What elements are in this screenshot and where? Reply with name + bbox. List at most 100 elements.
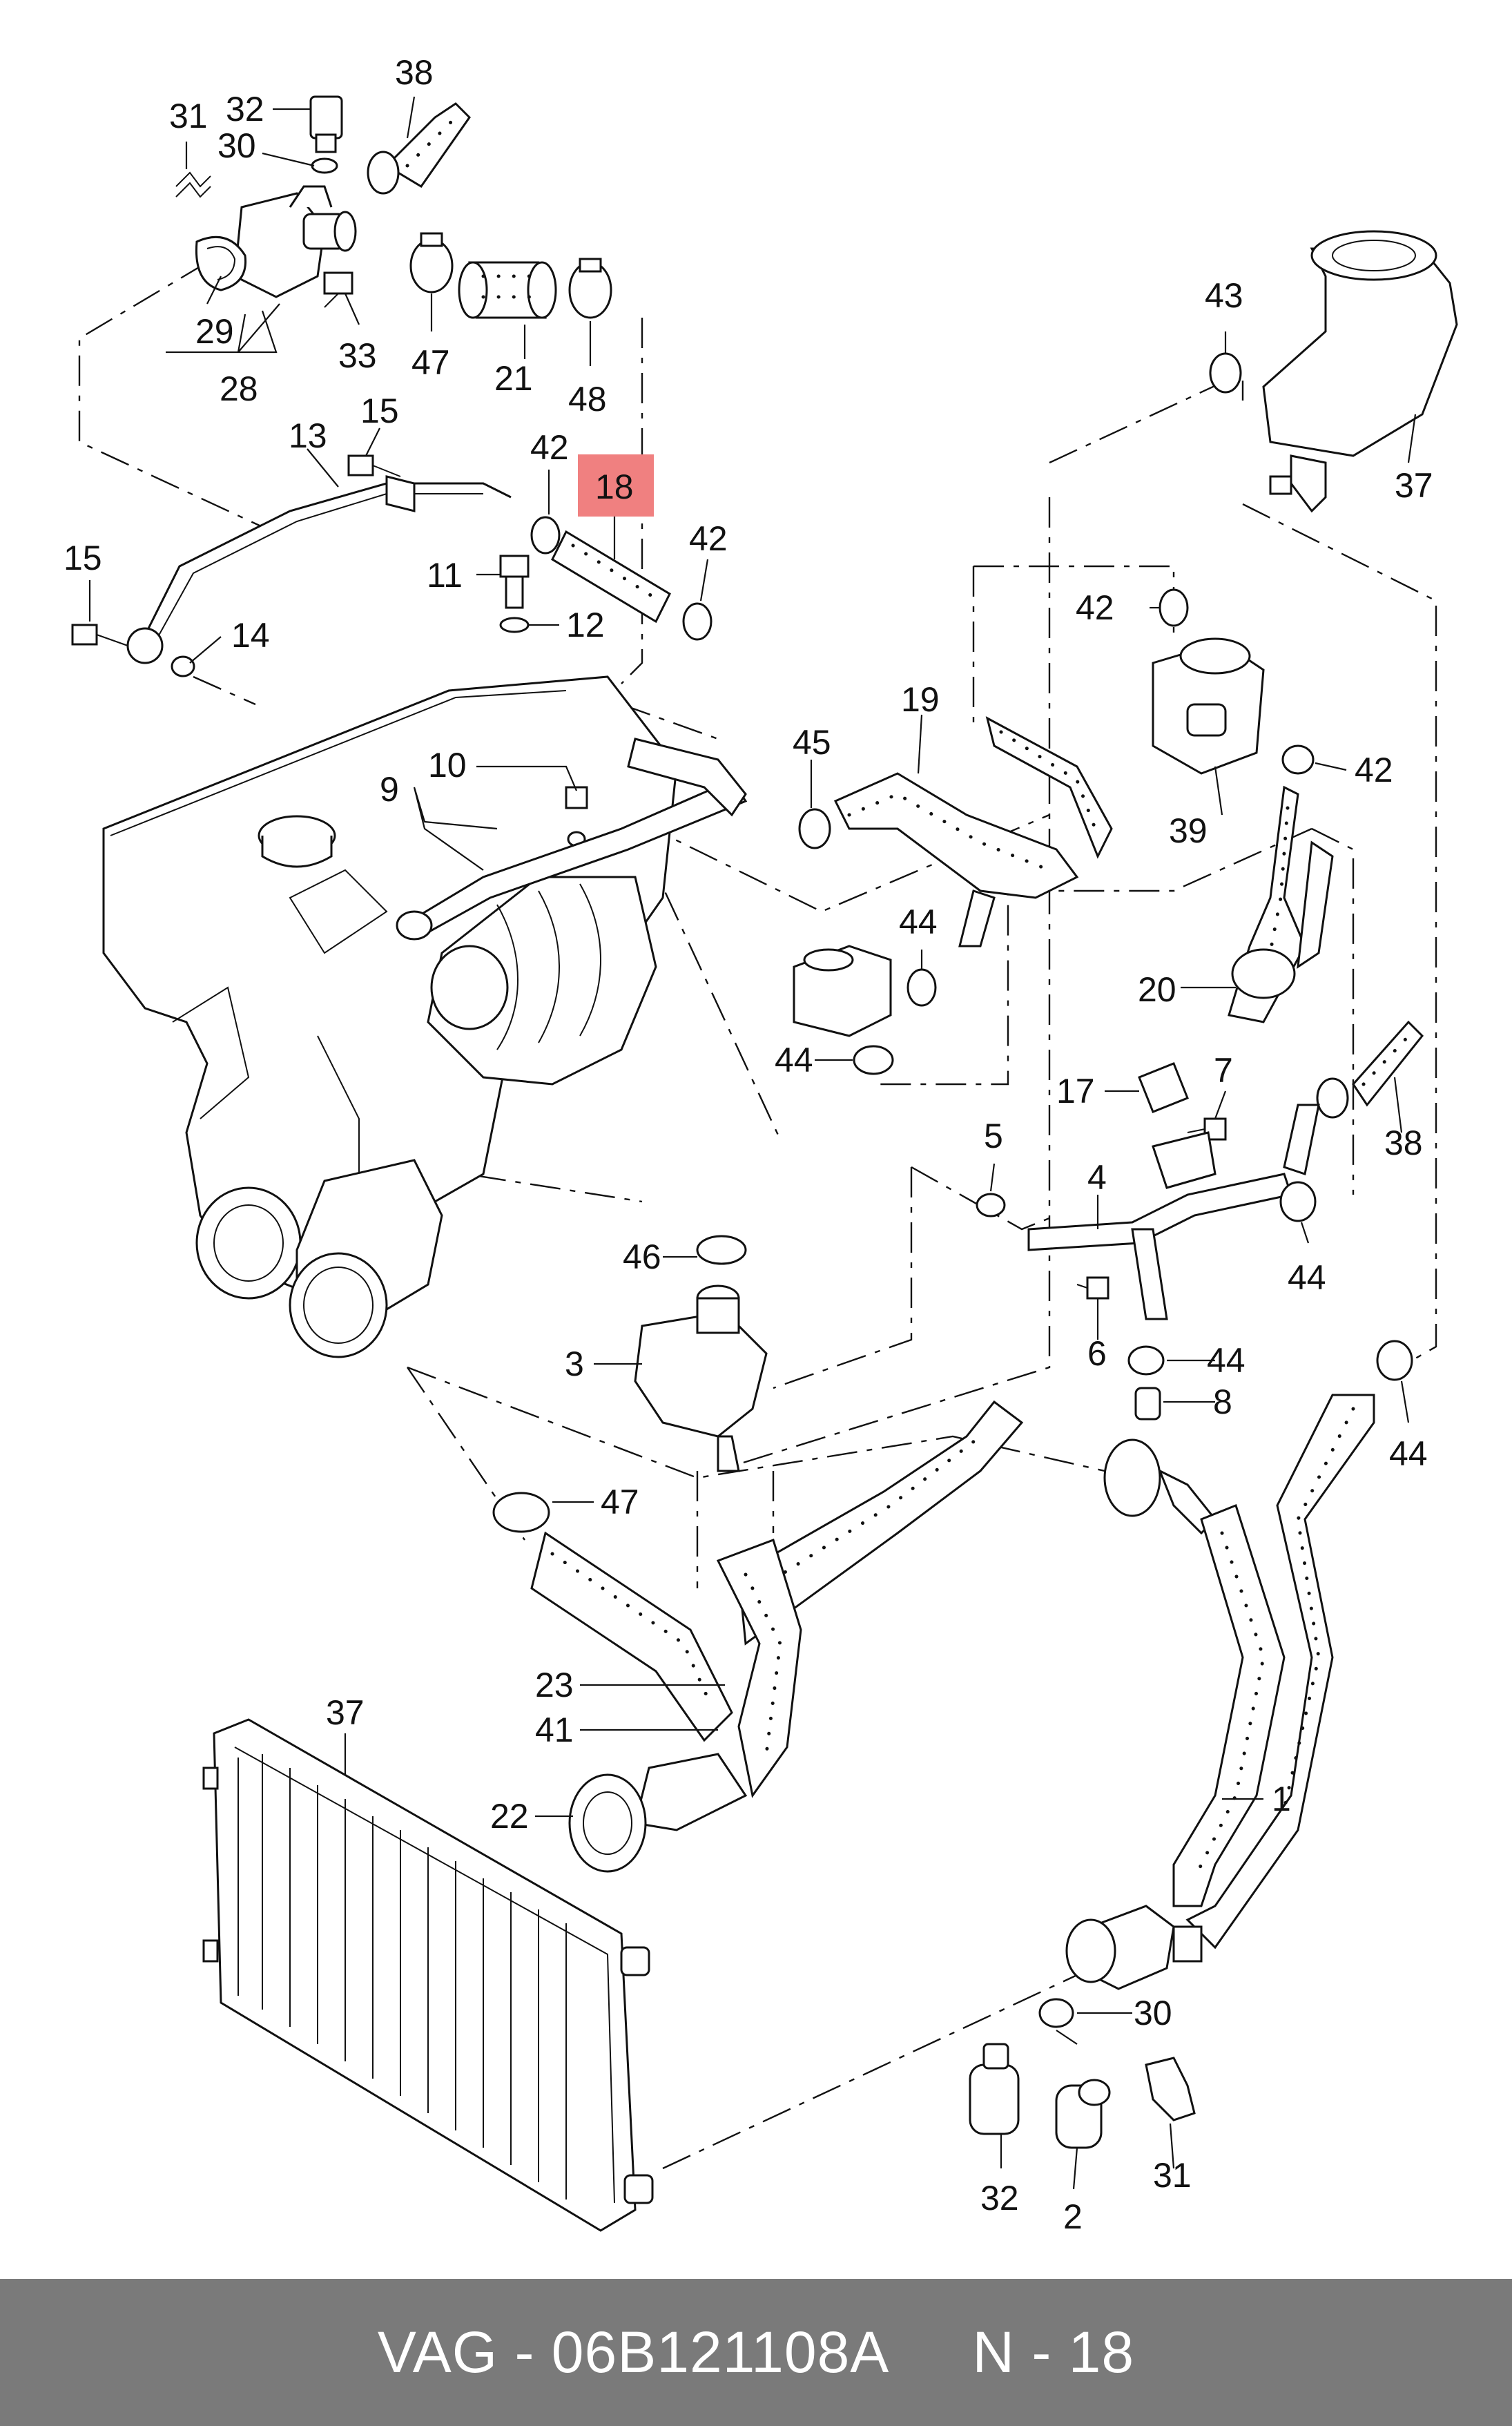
callout-43: 43 [1205, 276, 1243, 315]
coolant-flange-bottom [1065, 1905, 1203, 1990]
leader-lines [88, 96, 1417, 2190]
callout-42: 42 [1076, 588, 1114, 627]
valve-39 [1152, 637, 1265, 775]
clip-31-bottom [1145, 2057, 1196, 2121]
callout-42: 42 [530, 428, 569, 467]
coolant-pipe-13 [126, 475, 512, 664]
callout-10: 10 [428, 746, 467, 784]
callout-32: 32 [980, 2179, 1019, 2217]
callout-9: 9 [380, 770, 399, 809]
callout-12: 12 [566, 606, 605, 644]
hose-38-right [1316, 1020, 1424, 1119]
clamp-46 [696, 1235, 747, 1265]
callout-17: 17 [1056, 1072, 1095, 1110]
callout-2: 2 [1063, 2197, 1083, 2236]
callout-37: 37 [1395, 466, 1433, 505]
callout-41: 41 [535, 1711, 574, 1749]
clamp-42-right [682, 602, 713, 641]
callout-39: 39 [1169, 811, 1208, 850]
seal-5 [976, 1193, 1006, 1217]
callout-8: 8 [1213, 1383, 1232, 1421]
callout-46: 46 [623, 1238, 661, 1276]
clamp-48 [568, 258, 612, 319]
clamp-47-lower [492, 1492, 550, 1533]
callout-22: 22 [490, 1797, 529, 1836]
callout-48: 48 [568, 380, 607, 418]
hose-21 [458, 261, 557, 319]
hose-18 [551, 530, 671, 624]
callout-6: 6 [1087, 1334, 1107, 1373]
callout-44: 44 [1288, 1258, 1326, 1297]
callout-11: 11 [427, 556, 463, 595]
gasket-ring [195, 235, 247, 291]
seal-14 [171, 655, 195, 677]
callout-31: 31 [169, 97, 208, 135]
callout-47: 47 [601, 1483, 639, 1521]
footer-part-number: 06B121108A [551, 2320, 890, 2385]
o-ring-small [311, 157, 338, 174]
hose-22-lower [568, 1753, 748, 1873]
callout-20: 20 [1138, 970, 1176, 1009]
callout-47: 47 [411, 343, 450, 382]
hose-23-lower [530, 1531, 733, 1742]
hose-1 [1172, 1394, 1375, 1950]
oil-filler-cap [258, 815, 336, 868]
sleeve-8 [1134, 1387, 1161, 1421]
hose-19 [833, 716, 1113, 947]
clip-31-top [175, 171, 211, 198]
footer-brand: VAG [377, 2320, 498, 2385]
callout-44: 44 [899, 903, 938, 941]
callout-21: 21 [494, 359, 533, 398]
pipe-4 [1027, 1104, 1320, 1320]
clamp-44-res [853, 968, 937, 1075]
callout-31: 31 [1153, 2156, 1192, 2195]
callout-30: 30 [217, 126, 256, 165]
callout-44: 44 [1207, 1341, 1246, 1380]
clamp-47-top [409, 232, 454, 293]
reservoir-small [793, 945, 892, 1037]
clamp-42-left [530, 516, 561, 555]
callout-7: 7 [1214, 1051, 1233, 1090]
bolt-6 [1076, 1276, 1109, 1300]
callout-19: 19 [901, 680, 940, 719]
washer-12 [499, 617, 530, 633]
hose-20 [1228, 785, 1334, 1023]
clamp-44-lower [1127, 1181, 1413, 1381]
callout-42: 42 [1355, 751, 1393, 789]
temperature-sender [309, 95, 343, 153]
callout-4: 4 [1087, 1158, 1107, 1197]
callout-33: 33 [338, 336, 377, 375]
bolt-15-lower [71, 624, 128, 646]
callout-45: 45 [793, 723, 831, 762]
callout-1: 1 [1272, 1780, 1291, 1818]
callout-44: 44 [1389, 1434, 1428, 1473]
radiator-fins [262, 1754, 567, 2199]
callout-13: 13 [289, 416, 327, 455]
callout-23: 23 [535, 1666, 574, 1704]
coolant-pump-3 [634, 1284, 768, 1472]
callout-3: 3 [565, 1345, 584, 1383]
callout-38: 38 [395, 53, 434, 92]
callout-32: 32 [226, 90, 264, 128]
callout-28: 28 [220, 369, 258, 408]
callout-30: 30 [1134, 1994, 1172, 2032]
callout-42: 42 [689, 519, 728, 558]
intake-manifold [427, 876, 657, 1086]
coolant-flange-top [233, 185, 357, 298]
bolt-33 [323, 271, 353, 308]
callout-38: 38 [1384, 1124, 1423, 1162]
clamp-43 [1209, 352, 1242, 394]
footer-separator: - [514, 2320, 535, 2385]
thermostat-connector [1103, 1438, 1217, 1535]
highlight-box-18 [578, 454, 654, 517]
callout-labels: 31 32 30 38 29 28 33 47 21 48 13 15 42 1… [64, 53, 1433, 2236]
callout-5: 5 [984, 1117, 1003, 1155]
callout-18: 18 [595, 468, 634, 506]
radiator [202, 1718, 654, 2232]
plug-2 [1055, 2079, 1111, 2149]
clamp-42-valve [1159, 588, 1315, 775]
callout-14: 14 [231, 616, 270, 655]
callout-29: 29 [195, 312, 234, 351]
footer-ref: N - 18 [972, 2320, 1135, 2385]
o-ring-30-bottom [1038, 1998, 1074, 2028]
